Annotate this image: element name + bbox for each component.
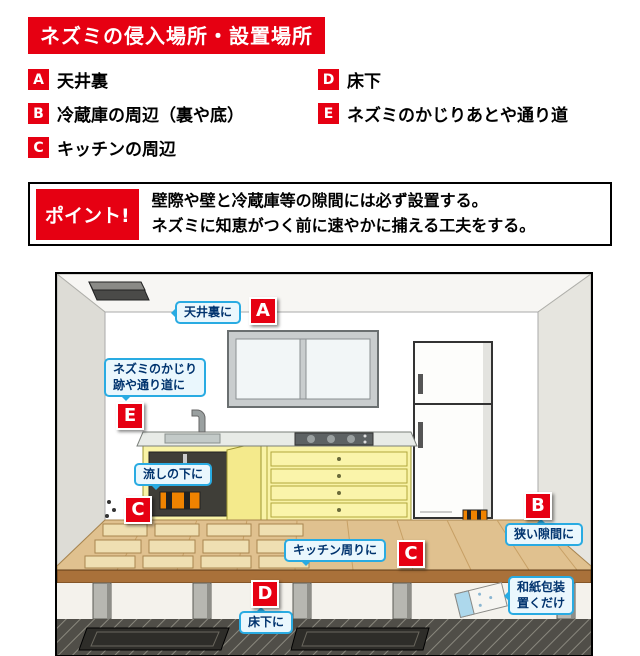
- callout-sink-tail: [150, 484, 162, 496]
- floor-trap-sheets: [84, 523, 310, 569]
- callout-gap-label: 狭い隙間に: [514, 527, 575, 541]
- faucet: [191, 409, 206, 433]
- drawers: [270, 451, 408, 518]
- point-label: ポイント!: [36, 188, 139, 240]
- callout-package-tail: [498, 589, 510, 602]
- callout-underfloor: 床下に: [239, 607, 294, 635]
- kitchen-scene: [57, 274, 591, 655]
- window: [227, 330, 379, 408]
- badge-c-kitchen: C: [397, 540, 425, 568]
- point-line-1: 壁際や壁と冷蔵庫等の隙間には必ず設置する。: [151, 191, 488, 211]
- legend-badge-d: D: [318, 69, 339, 90]
- legend-label-d: 床下: [347, 72, 381, 92]
- legend-label-b: 冷蔵庫の周辺（裏や底）: [57, 106, 244, 126]
- kitchen-illustration: 天井裏に A ネズミのかじり 跡や通り道に E 流しの下に C キッチン周りに …: [55, 272, 593, 656]
- legend-item-a: A 天井裏: [28, 67, 318, 92]
- callout-underfloor-tail: [255, 601, 267, 613]
- legend-item-d: D 床下: [318, 67, 612, 92]
- badge-e: E: [116, 402, 144, 430]
- badge-c-sink: C: [124, 496, 152, 524]
- legend-label-a: 天井裏: [57, 72, 108, 92]
- legend-badge-a: A: [28, 69, 49, 90]
- badge-b: B: [524, 492, 552, 520]
- badge-d: D: [251, 580, 279, 608]
- attic-trap: [88, 281, 150, 301]
- callout-attic: 天井裏に: [171, 301, 242, 325]
- point-line-2: ネズミに知恵がつく前に速やかに捕える工夫をする。: [151, 216, 536, 235]
- callout-sink-label: 流しの下に: [143, 467, 204, 481]
- legend-badge-e: E: [318, 103, 339, 124]
- callout-package-line-1: 和紙包装: [517, 580, 566, 594]
- callout-gnaw-line-1: ネズミのかじり: [113, 362, 198, 376]
- callout-sink: 流しの下に: [134, 463, 213, 491]
- callout-gap: 狭い隙間に: [505, 519, 584, 547]
- callout-attic-tail: [165, 306, 177, 319]
- sink-basin: [164, 433, 221, 444]
- page-title: ネズミの侵入場所・設置場所: [28, 17, 325, 54]
- gnaw-marks: [105, 500, 116, 518]
- callout-kitchen-tail: [300, 560, 312, 572]
- point-box: ポイント! 壁際や壁と冷蔵庫等の隙間には必ず設置する。 ネズミに知恵がつく前に速…: [28, 182, 612, 246]
- underfloor-section: [57, 569, 591, 655]
- legend-item-b: B 冷蔵庫の周辺（裏や底）: [28, 101, 318, 126]
- callout-underfloor-label: 床下に: [248, 615, 285, 629]
- legend-label-e: ネズミのかじりあとや通り道: [347, 106, 568, 126]
- callout-gnaw-tail: [120, 395, 132, 407]
- paper-trap-package: [454, 581, 508, 619]
- open-cabinet-door: [226, 441, 262, 521]
- callout-package: 和紙包装 置くだけ: [504, 576, 575, 616]
- sink-cabinet-trap: [159, 491, 201, 510]
- fridge-gap-trap: [462, 509, 488, 521]
- callout-gnaw-line-2: 跡や通り道に: [113, 378, 186, 393]
- legend-label-c: キッチンの周辺: [57, 140, 176, 160]
- callout-gap-tail: [535, 513, 547, 525]
- underfloor-trap-mats: [78, 627, 430, 651]
- callout-attic-label: 天井裏に: [184, 305, 233, 319]
- callout-kitchen: キッチン周りに: [284, 539, 387, 567]
- legend: A 天井裏 D 床下 B 冷蔵庫の周辺（裏や底） E ネズミのかじりあとや通り道…: [28, 67, 612, 160]
- callout-kitchen-label: キッチン周りに: [293, 543, 378, 557]
- legend-item-e: E ネズミのかじりあとや通り道: [318, 101, 612, 126]
- legend-badge-b: B: [28, 103, 49, 124]
- legend-item-c: C キッチンの周辺: [28, 135, 318, 160]
- cooktop: [294, 432, 374, 446]
- point-text: 壁際や壁と冷蔵庫等の隙間には必ず設置する。 ネズミに知恵がつく前に速やかに捕える…: [152, 189, 536, 239]
- legend-badge-c: C: [28, 137, 49, 158]
- callout-gnaw: ネズミのかじり 跡や通り道に: [104, 358, 207, 402]
- callout-package-line-2: 置くだけ: [517, 596, 566, 611]
- refrigerator: [413, 341, 493, 519]
- badge-a: A: [249, 297, 277, 325]
